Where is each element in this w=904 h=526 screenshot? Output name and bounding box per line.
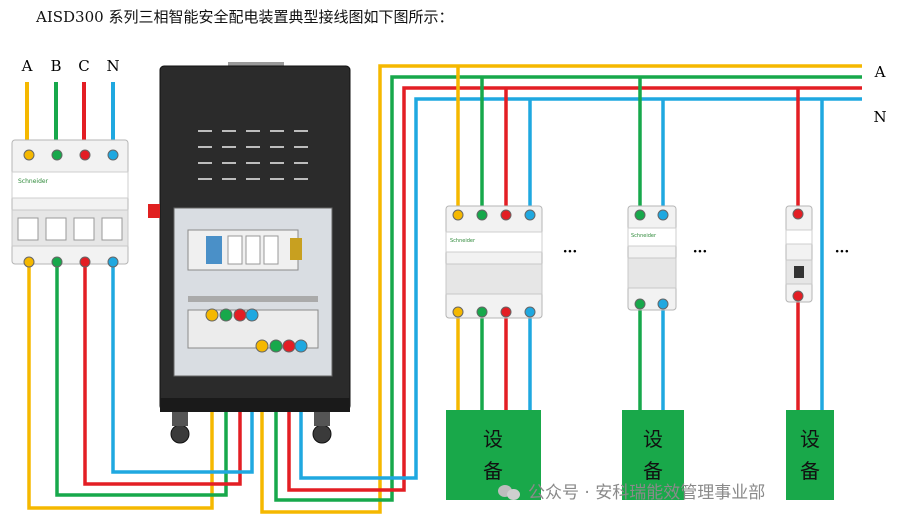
cabinet-alarm-light (148, 204, 160, 218)
bus-wire-a (260, 64, 862, 514)
bus-label-a: A (874, 63, 886, 81)
load-breaker-1-brand: Schneider (450, 238, 476, 244)
distribution-cabinet (148, 62, 351, 444)
phase-label-a: A (21, 57, 33, 75)
load-breaker-1: Schneider (445, 205, 543, 319)
input-wires (25, 82, 115, 140)
bus-label-n: N (873, 108, 886, 126)
drop-wires (456, 66, 824, 410)
loop-wire-a (27, 262, 214, 510)
load-breaker-2: Schneider (627, 205, 677, 311)
bus-wire-n (299, 97, 862, 480)
cabinet-wheel-left (170, 424, 190, 444)
bus-wire-b (274, 75, 862, 502)
equipment-wires (456, 300, 800, 412)
equipment-3: 设 备 (786, 410, 834, 500)
ellipsis-1: ··· (563, 244, 578, 260)
wechat-icon (498, 483, 522, 501)
ellipsis-2: ··· (693, 244, 708, 260)
equipment-1-label-bottom: 备 (483, 459, 503, 483)
phase-label-n: N (106, 57, 119, 75)
phase-label-c: C (78, 57, 89, 75)
phase-label-b: B (50, 57, 61, 75)
watermark-text: 公众号 · 安科瑞能效管理事业部 (528, 483, 766, 503)
main-breaker: Schneider (11, 139, 129, 268)
equipment-2: 设 备 (622, 410, 684, 500)
equipment-1: 设 备 (446, 410, 541, 500)
page-heading: AISD300 系列三相智能安全配电装置典型接线图如下图所示： (36, 8, 454, 26)
main-breaker-brand: Schneider (18, 178, 49, 185)
bus-wires (260, 64, 862, 514)
equipment-2-label-top: 设 (643, 427, 663, 451)
equipment-2-label-bottom: 备 (643, 459, 663, 483)
load-breaker-2-brand: Schneider (631, 233, 657, 239)
equipment-3-label-top: 设 (800, 427, 820, 451)
equipment-3-label-bottom: 备 (800, 459, 820, 483)
ellipsis-3: ··· (835, 244, 850, 260)
watermark: 公众号 · 安科瑞能效管理事业部 (498, 478, 765, 503)
equipment-1-label-top: 设 (483, 427, 503, 451)
bus-wire-c (287, 86, 862, 492)
cabinet-wheel-right (312, 424, 332, 444)
load-breaker-3 (785, 205, 813, 303)
